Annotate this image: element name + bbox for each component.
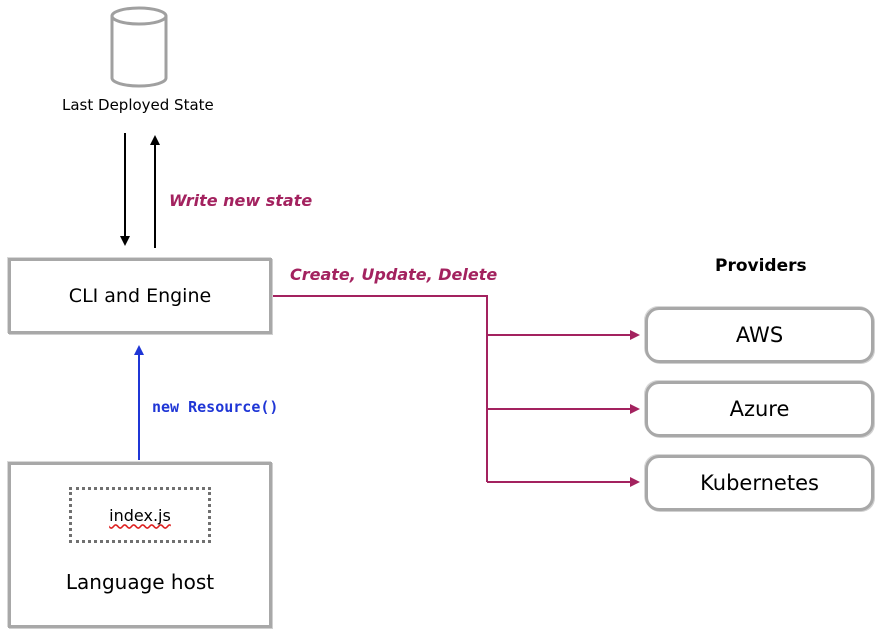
provider-label: Kubernetes xyxy=(700,471,819,495)
engine-box: CLI and Engine xyxy=(8,258,272,334)
state-store-label: Last Deployed State xyxy=(62,96,214,114)
language-host-label: Language host xyxy=(65,570,215,594)
database-cylinder-icon xyxy=(110,6,168,88)
write-state-label: Write new state xyxy=(169,191,313,210)
provider-kubernetes: Kubernetes xyxy=(645,455,874,511)
provider-label: AWS xyxy=(735,323,784,347)
engine-label: CLI and Engine xyxy=(68,285,212,307)
program-file-box: index.js xyxy=(69,487,211,543)
engine-to-providers-connector xyxy=(272,295,640,487)
provider-aws: AWS xyxy=(645,307,874,363)
engine-to-providers-label: Create, Update, Delete xyxy=(290,265,498,284)
provider-azure: Azure xyxy=(645,381,874,437)
providers-title: Providers xyxy=(715,256,807,276)
program-file-label: index.js xyxy=(109,505,171,525)
new-resource-label: new Resource() xyxy=(152,398,279,416)
provider-label: Azure xyxy=(729,397,790,421)
language-host-box: index.js Language host xyxy=(8,462,272,628)
